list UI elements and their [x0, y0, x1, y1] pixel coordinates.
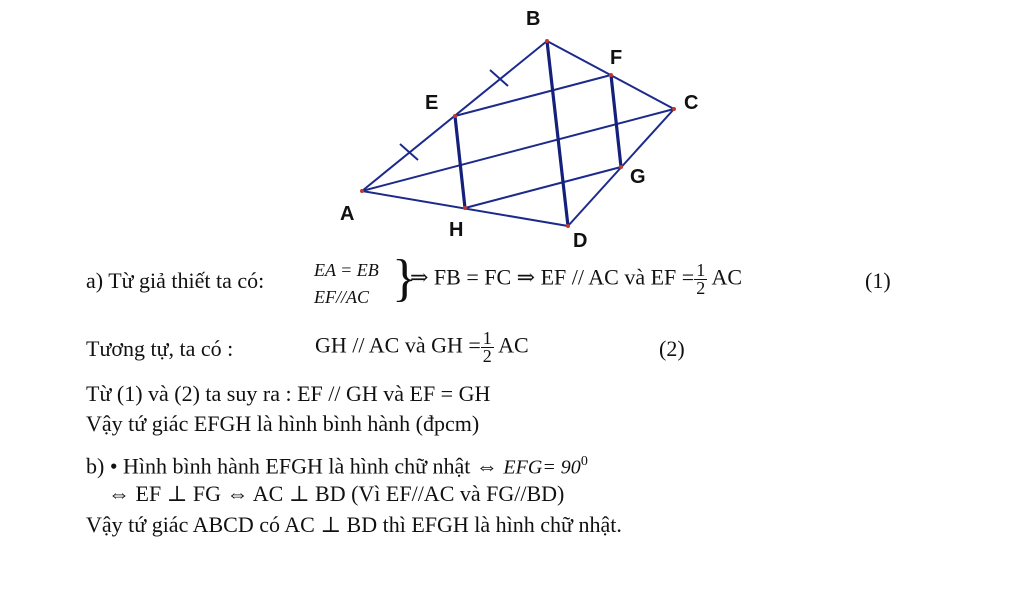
similarly-result-text: GH // AC và GH =: [315, 332, 481, 358]
label-B: B: [526, 8, 540, 30]
point-D: [566, 224, 570, 228]
tick-mark-EB: [489, 69, 509, 87]
hypothesis-ef-parallel-ac: EF//AC: [314, 287, 369, 307]
similarly-lead: Tương tự, ta có :: [86, 336, 234, 361]
part-a-result-text: ⇒ FB = FC ⇒ EF // AC và EF =: [410, 264, 695, 290]
part-a-result-ac: AC: [711, 264, 743, 290]
segment-FG: [609, 74, 623, 168]
segment-EF: [454, 74, 612, 117]
point-E: [453, 114, 457, 118]
part-b-text: b) • Hình bình hành EFGH là hình chữ nhậ…: [86, 453, 498, 479]
label-C: C: [684, 92, 698, 114]
point-A: [360, 189, 364, 193]
label-A: A: [340, 203, 354, 225]
segment-GH: [464, 166, 622, 209]
angle-efg: EFG: [503, 456, 543, 479]
fraction-numerator: 1: [694, 260, 708, 280]
equivalence-line: ⇔ EF ⊥ FG ⇔ AC ⊥ BD (Vì EF//AC và FG//BD…: [108, 481, 565, 506]
hypothesis-ea-eq-eb: EA = EB: [314, 260, 379, 280]
point-F: [609, 73, 613, 77]
quadrilateral-figure: A B C D E F G H: [340, 8, 698, 252]
point-H: [463, 206, 467, 210]
similarly-result-ac: AC: [498, 332, 529, 358]
point-G: [619, 165, 623, 169]
label-H: H: [449, 219, 463, 241]
fraction-numerator-2: 1: [480, 328, 494, 348]
label-D: D: [573, 230, 587, 252]
diagonal-AC: [361, 108, 675, 192]
point-B: [545, 39, 549, 43]
fraction-denominator: 2: [696, 278, 706, 298]
conclusion-line-4: Vậy tứ giác EFGH là hình bình hành (đpcm…: [86, 411, 480, 436]
label-E: E: [425, 92, 438, 114]
fraction-denominator-2: 2: [482, 346, 492, 366]
equation-number-1: (1): [865, 268, 891, 293]
part-a-intro: a) Từ giả thiết ta có:: [86, 268, 265, 293]
diagonal-BD: [545, 40, 570, 227]
system-brace: }: [392, 250, 417, 307]
final-conclusion: Vậy tứ giác ABCD có AC ⊥ BD thì EFGH là …: [86, 512, 622, 537]
equation-number-2: (2): [659, 336, 685, 361]
label-G: G: [630, 166, 646, 188]
label-F: F: [610, 47, 622, 69]
segment-HE: [453, 115, 467, 209]
tick-mark-AE: [399, 143, 419, 161]
degree-superscript: 0: [580, 454, 588, 469]
conclusion-line-3: Từ (1) và (2) ta suy ra : EF // GH và EF…: [86, 381, 491, 406]
point-C: [672, 107, 676, 111]
part-b-line: b) • Hình bình hành EFGH là hình chữ nhậ…: [86, 449, 588, 480]
angle-eq: = 90: [542, 456, 581, 479]
